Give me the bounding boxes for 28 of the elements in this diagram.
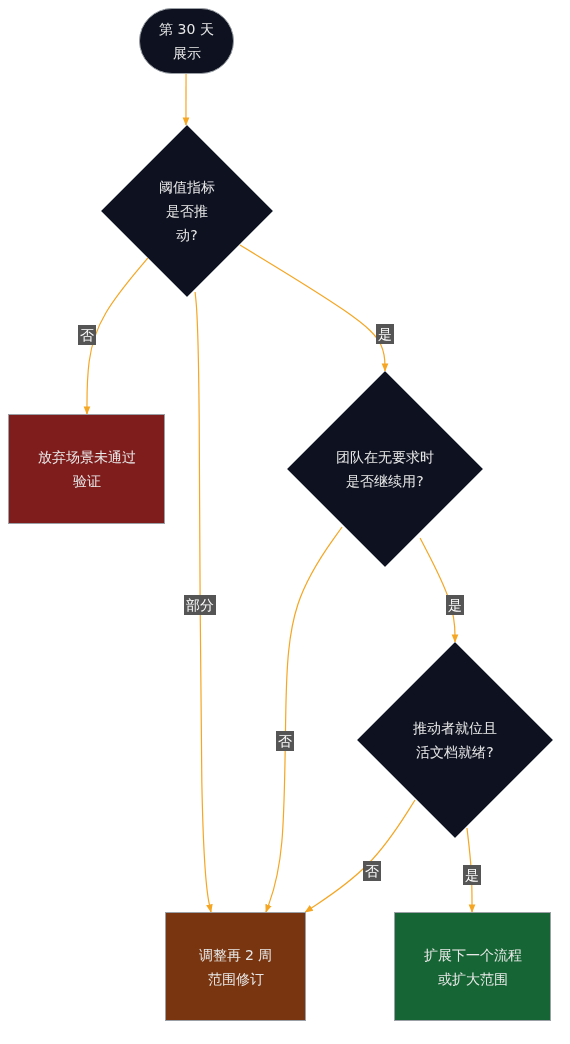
edge-label: 是 (376, 324, 394, 344)
node-label: 团队在无要求时是否继续用? (335, 448, 435, 491)
edge-label: 否 (276, 731, 294, 751)
decision-diamond (357, 642, 553, 838)
process-box (394, 912, 551, 1021)
node-label: 阈值指标是否推动? (158, 178, 216, 245)
arrow (419, 537, 459, 643)
process-box (8, 414, 165, 524)
arrow (182, 73, 190, 126)
process-box (165, 912, 306, 1021)
decision-diamond (101, 125, 273, 297)
arrow (239, 244, 389, 372)
arrow (466, 827, 476, 913)
edge-label: 是 (463, 865, 481, 885)
arrow (83, 257, 149, 415)
decision-diamond (287, 371, 483, 567)
arrow (304, 799, 416, 913)
edge-label: 部分 (184, 595, 216, 615)
node-label: 扩展下一个流程或扩大范围 (422, 945, 523, 989)
edge-label: 是 (446, 595, 464, 615)
arrow (194, 291, 213, 913)
arrow (265, 526, 343, 913)
node-label: 推动者就位且活文档就绪? (412, 719, 498, 762)
node-label: 放弃场景未通过验证 (36, 448, 137, 491)
node-label: 第 30 天展示 (158, 20, 215, 63)
node-label: 调整再 2 周范围修订 (197, 945, 274, 989)
edge-label: 否 (78, 325, 96, 345)
edge-label: 否 (363, 861, 381, 881)
